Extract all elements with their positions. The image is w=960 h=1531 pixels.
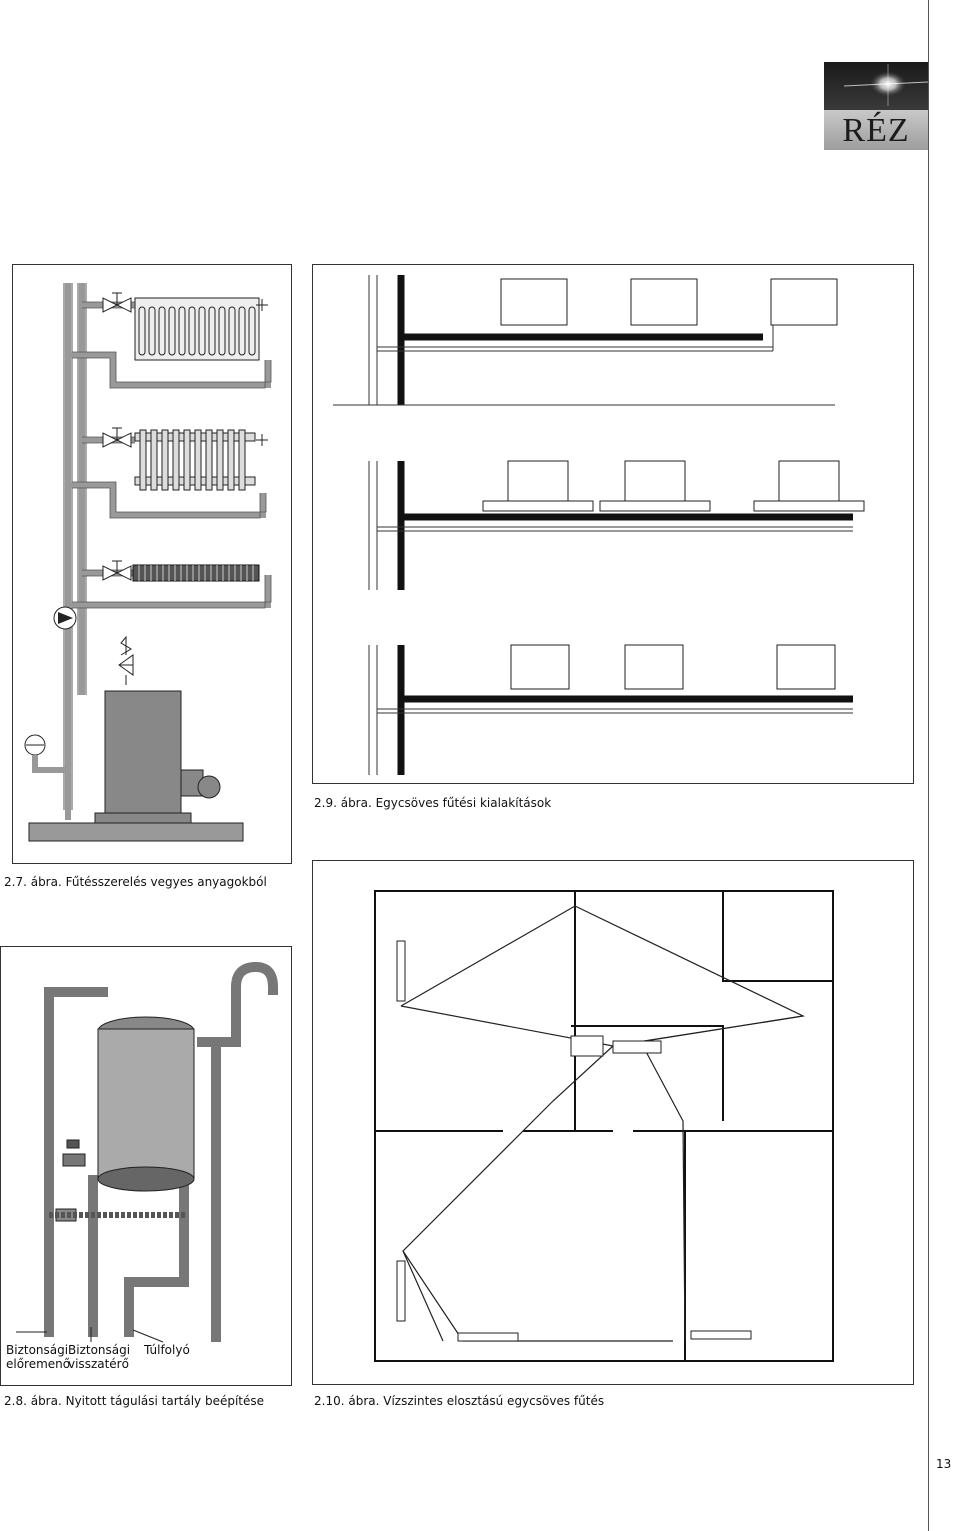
figure-2-7-caption: 2.7. ábra. Fűtésszerelés vegyes anyagokb…	[4, 875, 267, 889]
label-safety-return: Biztonsági visszatérő	[68, 1343, 130, 1371]
figure-2-8-caption: 2.8. ábra. Nyitott tágulási tartály beép…	[4, 1394, 265, 1408]
brand-logo: RÉZ	[824, 62, 928, 150]
radiator-3	[132, 564, 260, 582]
logo-text: RÉZ	[842, 112, 910, 149]
floor-slab	[28, 822, 244, 842]
radiator-1	[134, 297, 260, 361]
label-overflow: Túlfolyó	[144, 1343, 190, 1357]
safety-valve-icon	[118, 635, 134, 685]
label-safety-return-line-1: Biztonsági	[68, 1343, 131, 1357]
floor-level-3	[368, 644, 853, 775]
page-number: 13	[936, 1457, 952, 1471]
figure-2-9-caption: 2.9. ábra. Egycsöves fűtési kialakítások	[314, 796, 552, 810]
figure-2-9-diagram	[312, 264, 914, 784]
figure-2-10-caption: 2.10. ábra. Vízszintes elosztású egycsöv…	[314, 1394, 605, 1408]
floor-level-2	[368, 460, 865, 590]
label-safety-flow-line-1: Biztonsági	[6, 1343, 69, 1357]
horizontal-distribution-floor-plan	[374, 890, 834, 1362]
figure-2-7-diagram	[12, 264, 292, 864]
one-pipe-heating-diagram	[333, 275, 865, 775]
manifold-box	[570, 1035, 604, 1057]
valve-icon	[102, 292, 132, 581]
logo-flare-icon	[843, 64, 928, 106]
figure-2-8-diagram	[0, 946, 292, 1386]
margin-rule	[928, 0, 929, 1531]
logo-gray-band	[824, 110, 928, 150]
figure-2-10-diagram	[312, 860, 914, 1385]
floor-level-1	[333, 275, 838, 406]
label-safety-flow: Biztonsági előremenő	[6, 1343, 70, 1371]
label-safety-return-line-2: visszatérő	[68, 1357, 129, 1371]
boiler	[104, 690, 182, 816]
label-safety-flow-line-2: előremenő	[6, 1357, 71, 1371]
radiator-2	[134, 429, 268, 491]
expansion-tank	[97, 1028, 195, 1180]
expansion-tank-diagram	[16, 961, 278, 1343]
mixed-material-heating-diagram	[24, 283, 272, 842]
manifold	[612, 1040, 662, 1054]
